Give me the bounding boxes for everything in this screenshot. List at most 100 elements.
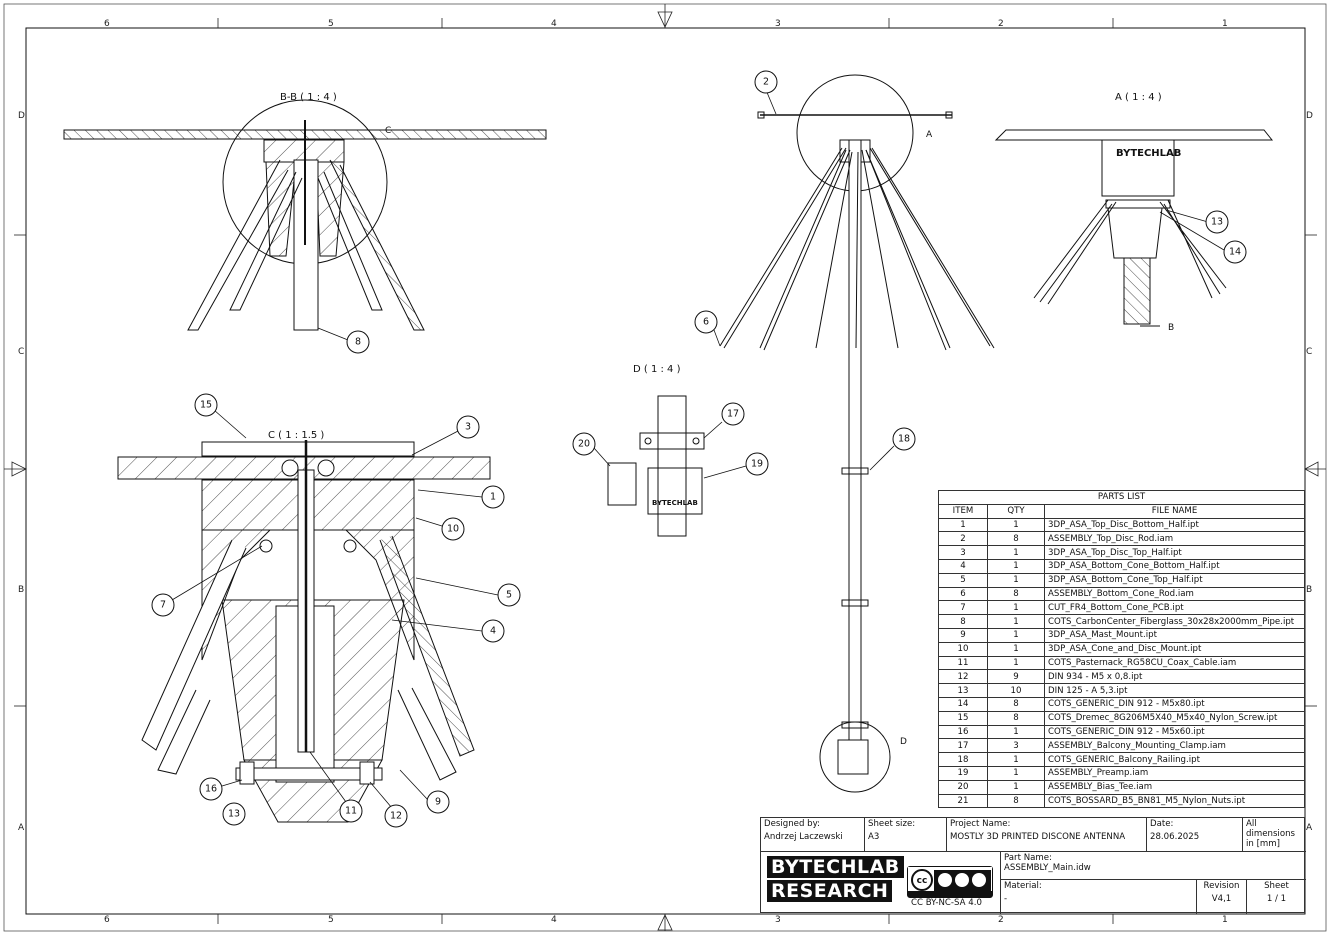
- zone-left-A: A: [18, 823, 25, 833]
- zone-right-A: A: [1306, 823, 1313, 833]
- project-label: Project Name:: [950, 819, 1011, 829]
- sheet-size-cell: Sheet size: A3: [865, 818, 947, 852]
- svg-text:7: 7: [160, 600, 166, 611]
- item-cell: 1: [938, 517, 988, 533]
- view-c-detail: C ( 1 : 1.5 ): [117, 430, 491, 823]
- inner-border: [25, 27, 1306, 915]
- qty-cell: 1: [987, 572, 1045, 588]
- material-cell: Material: -: [1001, 880, 1197, 914]
- file-name-cell: DIN 125 - A 5,3.ipt: [1044, 683, 1305, 698]
- col-qty: QTY: [987, 503, 1045, 519]
- balloon-20: 20: [572, 432, 596, 456]
- zone-top-4: 4: [551, 19, 557, 29]
- svg-text:5: 5: [506, 590, 512, 601]
- sheet-size-label: Sheet size:: [868, 819, 916, 829]
- svg-text:6: 6: [703, 317, 709, 328]
- svg-text:19: 19: [751, 459, 763, 470]
- svg-text:cc: cc: [917, 876, 928, 886]
- nc-icon: [955, 873, 969, 887]
- file-name-cell: ASSEMBLY_Top_Disc_Rod.iam: [1044, 531, 1305, 547]
- file-name-cell: ASSEMBLY_Bottom_Cone_Rod.iam: [1044, 586, 1305, 602]
- item-cell: 21: [938, 793, 988, 809]
- qty-cell: 1: [987, 614, 1045, 629]
- svg-text:18: 18: [898, 434, 910, 445]
- date-cell: Date: 28.06.2025: [1147, 818, 1243, 852]
- view-d-label: D ( 1 : 4 ): [633, 364, 681, 375]
- leaders: [171, 89, 1225, 809]
- zone-right-B: B: [1306, 585, 1312, 595]
- item-cell: 15: [938, 710, 988, 726]
- item-cell: 6: [938, 586, 988, 602]
- cc-icons: cc: [908, 867, 992, 897]
- file-name-cell: 3DP_ASA_Cone_and_Disc_Mount.ipt: [1044, 641, 1305, 657]
- qty-cell: 1: [987, 627, 1045, 643]
- svg-text:11: 11: [345, 806, 357, 817]
- qty-cell: 3: [987, 738, 1045, 754]
- logo-line-1: BYTECHLAB: [767, 856, 904, 878]
- zone-bottom-1: 1: [1222, 915, 1228, 925]
- file-name-cell: COTS_GENERIC_DIN 912 - M5x80.ipt: [1044, 696, 1305, 712]
- file-name-cell: CUT_FR4_Bottom_Cone_PCB.ipt: [1044, 600, 1305, 616]
- balloon-14: 14: [1223, 240, 1247, 264]
- item-cell: 19: [938, 765, 988, 781]
- balloon-16: 16: [199, 777, 223, 801]
- cc-license-badge: cc: [907, 866, 993, 898]
- view-bb-label: B-B ( 1 : 4 ): [280, 92, 337, 103]
- balloon-2: 2: [754, 70, 778, 94]
- view-c-label: C ( 1 : 1.5 ): [268, 430, 324, 441]
- qty-cell: 1: [987, 600, 1045, 616]
- item-cell: 10: [938, 641, 988, 657]
- file-name-cell: DIN 934 - M5 x 0,8.ipt: [1044, 669, 1305, 685]
- qty-cell: 8: [987, 710, 1045, 726]
- item-cell: 12: [938, 669, 988, 685]
- view-bb: B-B ( 1 : 4 ) C: [63, 92, 547, 331]
- file-name-cell: 3DP_ASA_Bottom_Cone_Top_Half.ipt: [1044, 572, 1305, 588]
- item-cell: 17: [938, 738, 988, 754]
- balloons: 1 2 3 4 5 6 7 8 9 10 11 12 13 14 15 16 1…: [151, 70, 1247, 828]
- balloon-10: 10: [441, 517, 465, 541]
- date-label: Date:: [1150, 819, 1174, 829]
- sheet-size-value: A3: [868, 832, 880, 842]
- svg-text:17: 17: [727, 409, 739, 420]
- svg-text:8: 8: [355, 337, 361, 348]
- balloon-17: 17: [721, 402, 745, 426]
- zone-top-6: 6: [104, 19, 110, 29]
- file-name-cell: ASSEMBLY_Preamp.iam: [1044, 765, 1305, 781]
- qty-cell: 1: [987, 765, 1045, 781]
- zone-top-3: 3: [775, 19, 781, 29]
- sa-icon: [972, 873, 986, 887]
- file-name-cell: COTS_Pasternack_RG58CU_Coax_Cable.iam: [1044, 655, 1305, 671]
- col-item: ITEM: [938, 503, 988, 519]
- qty-cell: 1: [987, 779, 1045, 795]
- item-cell: 18: [938, 752, 988, 767]
- qty-cell: 1: [987, 558, 1045, 574]
- dims-note: All dimensions in [mm]: [1246, 819, 1295, 849]
- file-name-cell: 3DP_ASA_Top_Disc_Bottom_Half.ipt: [1044, 517, 1305, 533]
- logo-cell: [761, 852, 1001, 914]
- zone-right-C: C: [1306, 347, 1312, 357]
- item-cell: 16: [938, 724, 988, 740]
- file-name-cell: COTS_BOSSARD_B5_BN81_M5_Nylon_Nuts.ipt: [1044, 793, 1305, 809]
- file-name-cell: 3DP_ASA_Top_Disc_Top_Half.ipt: [1044, 545, 1305, 560]
- balloon-8: 8: [346, 330, 370, 354]
- parts-list-title: PARTS LIST: [938, 490, 1305, 505]
- part-name-label: Part Name:: [1004, 853, 1052, 863]
- cc-license-label: CC BY-NC-SA 4.0: [911, 898, 982, 908]
- qty-cell: 1: [987, 752, 1045, 767]
- view-a-brand: BYTECHLAB: [1116, 148, 1181, 159]
- designed-by-cell: Designed by: Andrzej Laczewski: [761, 818, 865, 852]
- svg-text:13: 13: [1211, 217, 1223, 228]
- file-name-cell: COTS_CarbonCenter_Fiberglass_30x28x2000m…: [1044, 614, 1305, 629]
